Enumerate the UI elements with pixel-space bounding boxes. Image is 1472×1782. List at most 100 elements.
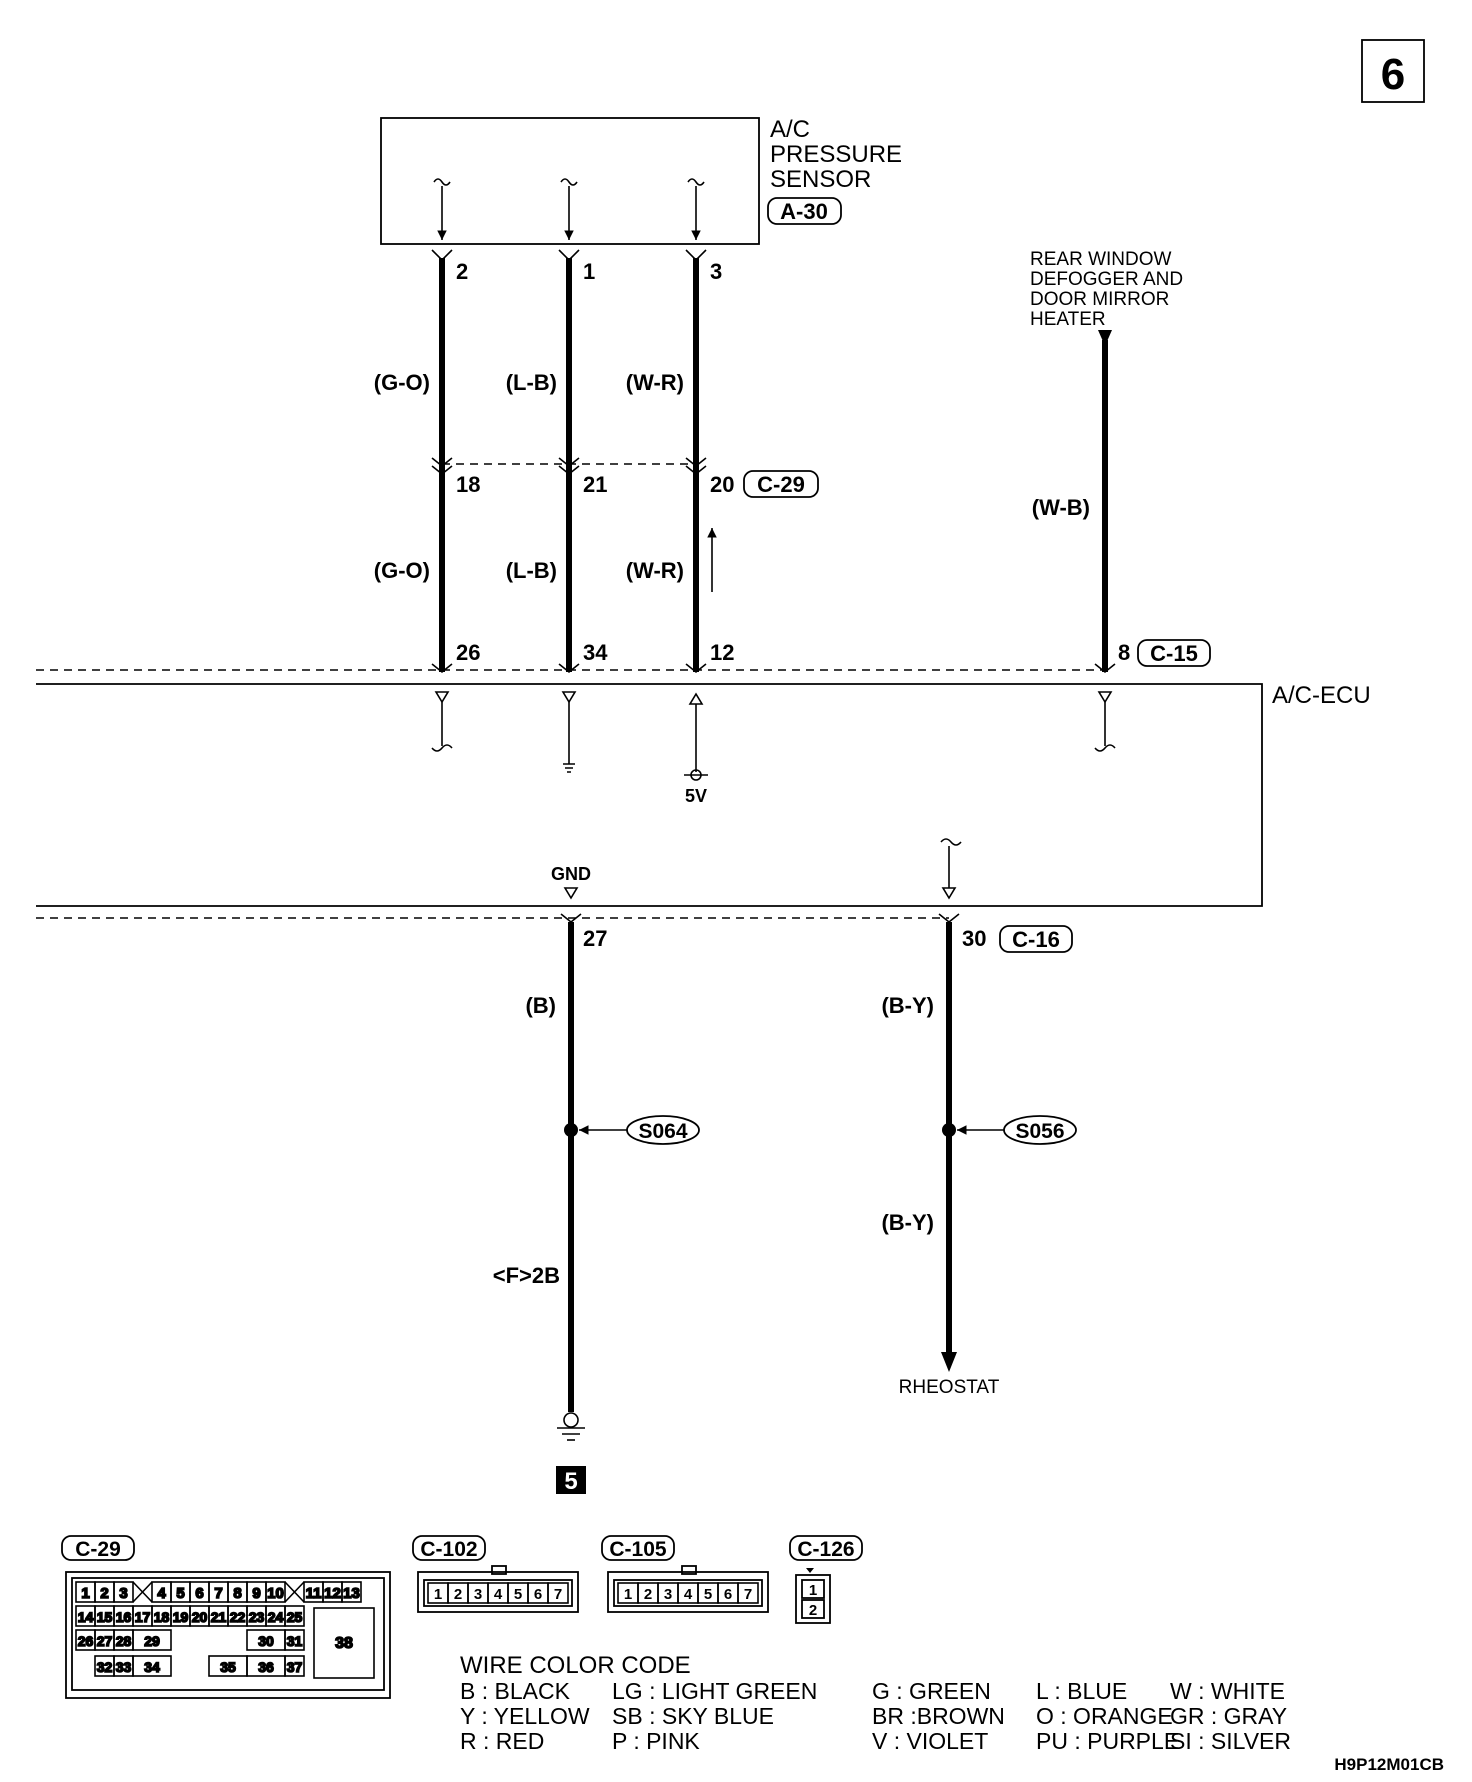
c29-cell-18: 18 [154, 1609, 170, 1625]
c29-pin-20: 20 [710, 472, 734, 497]
c29-cell-36: 36 [258, 1659, 274, 1675]
splice-dot-s056 [942, 1123, 956, 1137]
legend-entry: PU : PURPLE [1036, 1728, 1179, 1754]
c15-pin-8: 8 [1118, 640, 1130, 665]
defogger-label-1: REAR WINDOW [1030, 249, 1172, 270]
sensor-connector-a30: A-30 [780, 199, 828, 224]
ecu-pin-12: 12 [710, 640, 734, 665]
ground-ref-f2b: <F>2B [493, 1263, 560, 1288]
c126-pin-2: 2 [809, 1602, 817, 1619]
c29-cell-13: 13 [343, 1585, 360, 1602]
c105-pin-6: 6 [724, 1586, 732, 1603]
page-number-box: 6 [1361, 39, 1425, 103]
wire-color-upper-1: (G-O) [374, 370, 430, 395]
ecu-pin-34: 34 [583, 640, 608, 665]
wire-color-lower-2: (L-B) [506, 558, 557, 583]
legend-entry: Y : YELLOW [460, 1703, 590, 1729]
c105-pin-2: 2 [644, 1586, 652, 1603]
c29-cell-8: 8 [233, 1585, 241, 1602]
c29-cell-20: 20 [192, 1609, 208, 1625]
wire-color-w-b: (W-B) [1032, 495, 1090, 520]
sensor-title-line-3: SENSOR [770, 166, 871, 193]
splice-s056-label: S056 [1015, 1120, 1064, 1143]
c29-cell-21: 21 [211, 1609, 227, 1625]
c29-cell-30: 30 [258, 1633, 274, 1649]
wire-color-b-y-lower: (B-Y) [881, 1210, 934, 1235]
splice-dot-s064 [564, 1123, 578, 1137]
c29-cell-19: 19 [173, 1609, 189, 1625]
c126-pin-1: 1 [809, 1582, 817, 1599]
sensor-title-line-1: A/C [770, 116, 810, 143]
splice-s064-label: S064 [638, 1120, 687, 1143]
legend-entry: BR :BROWN [872, 1703, 1005, 1729]
c105-pin-1: 1 [624, 1586, 632, 1603]
wire-color-lower-1: (G-O) [374, 558, 430, 583]
legend-entry: P : PINK [612, 1728, 700, 1754]
c29-cell-29: 29 [144, 1633, 160, 1649]
legend-entry: O : ORANGE [1036, 1703, 1173, 1729]
ecu-label: A/C-ECU [1272, 682, 1371, 709]
rear-window-defogger-source: REAR WINDOW DEFOGGER AND DOOR MIRROR HEA… [1030, 249, 1183, 346]
legend-title: WIRE COLOR CODE [460, 1652, 691, 1679]
c29-cell-23: 23 [249, 1609, 265, 1625]
c16-connector-label: C-16 [1012, 927, 1060, 952]
defogger-label-4: HEATER [1030, 309, 1106, 330]
legend-entry: L : BLUE [1036, 1678, 1127, 1704]
c29-cell-32: 32 [97, 1659, 113, 1675]
c29-cell-12: 12 [324, 1585, 341, 1602]
legend-entry: G : GREEN [872, 1678, 991, 1704]
ecu-pin-26: 26 [456, 640, 480, 665]
c102-pin-6: 6 [534, 1586, 542, 1603]
c29-cell-4: 4 [157, 1585, 166, 1602]
c29-cell-1: 1 [81, 1585, 89, 1602]
ground-number-box [556, 1466, 586, 1494]
c29-cell-7: 7 [214, 1585, 222, 1602]
connector-c126-face: C-126 1 2 [789, 1535, 863, 1624]
legend-entry: V : VIOLET [872, 1728, 988, 1754]
defogger-label-2: DEFOGGER AND [1030, 269, 1183, 290]
c29-cell-17: 17 [135, 1609, 151, 1625]
c29-cell-28: 28 [116, 1633, 132, 1649]
wire-color-b: (B) [525, 993, 556, 1018]
legend-entry: SI : SILVER [1170, 1728, 1291, 1754]
c29-face-label: C-29 [75, 1538, 121, 1561]
c102-pin-5: 5 [514, 1586, 522, 1603]
c102-pin-2: 2 [454, 1586, 462, 1603]
c29-cell-22: 22 [230, 1609, 246, 1625]
c29-cell-37: 37 [287, 1659, 303, 1675]
c29-cell-14: 14 [78, 1609, 94, 1625]
c29-pin-21: 21 [583, 472, 607, 497]
c102-pin-7: 7 [554, 1586, 562, 1603]
c29-cell-27: 27 [97, 1633, 113, 1649]
c29-cell-35: 35 [220, 1659, 236, 1675]
c29-cell-3: 3 [119, 1585, 127, 1602]
c105-pin-4: 4 [684, 1586, 693, 1603]
ecu-gnd-label: GND [551, 864, 591, 884]
wire-color-upper-2: (L-B) [506, 370, 557, 395]
page-number: 6 [1381, 50, 1405, 99]
wire-color-upper-3: (W-R) [626, 370, 684, 395]
c29-cell-5: 5 [176, 1585, 184, 1602]
c105-face-label: C-105 [609, 1538, 667, 1561]
c16-pin-30: 30 [962, 926, 986, 951]
c29-chevrons [431, 457, 707, 476]
c102-pin-3: 3 [474, 1586, 482, 1603]
c29-cell-2: 2 [100, 1585, 108, 1602]
c29-cell-26: 26 [78, 1633, 94, 1649]
c29-connector-label: C-29 [757, 472, 805, 497]
c29-cell-25: 25 [287, 1609, 303, 1625]
c105-pin-7: 7 [744, 1586, 752, 1603]
ecu-bottom-chevrons [560, 913, 960, 924]
ac-ecu: A/C-ECU 5V GND [36, 682, 1371, 907]
c29-cell-6: 6 [195, 1585, 203, 1602]
c29-cell-11: 11 [306, 1585, 322, 1602]
ecu-top-chevrons [431, 663, 1116, 674]
sensor-pin-3: 3 [710, 259, 722, 284]
c29-cell-34: 34 [144, 1659, 160, 1675]
figure-code: H9P12M01CB [1334, 1755, 1444, 1774]
c29-pin-18: 18 [456, 472, 480, 497]
